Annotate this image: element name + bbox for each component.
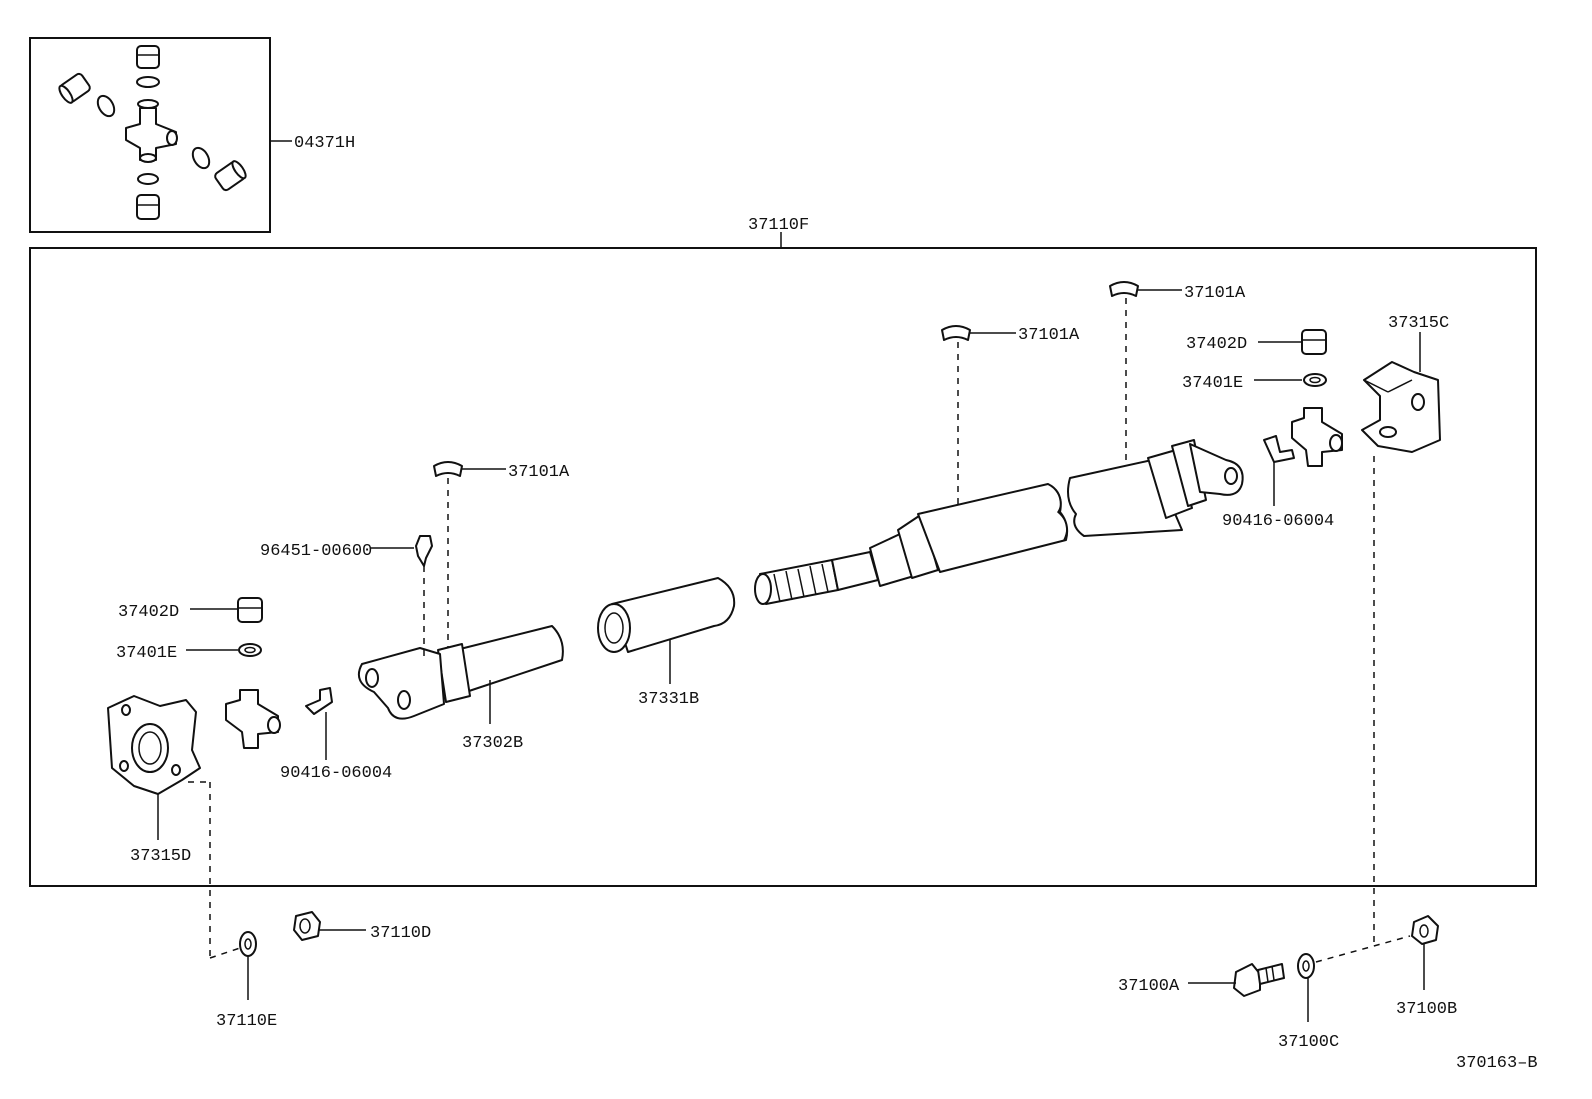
grease-fitting-center bbox=[415, 535, 433, 567]
dust-boot-label: 37331B bbox=[638, 690, 699, 709]
spider-bearing-left bbox=[237, 597, 263, 623]
washer-left bbox=[239, 931, 257, 957]
bolt-right bbox=[1233, 963, 1285, 997]
spider-bearing-left-label: 37402D bbox=[118, 603, 179, 622]
grease-fitting-left bbox=[305, 687, 333, 715]
nut-right bbox=[1411, 915, 1439, 945]
washer-left-label: 37110E bbox=[216, 1012, 277, 1031]
spider-left bbox=[225, 689, 281, 749]
center-bearing-front-label: 37101A bbox=[508, 463, 570, 482]
diagram-code: 370163–B bbox=[1456, 1054, 1538, 1073]
spider-bearing-right bbox=[1301, 329, 1327, 355]
bolt-right-label: 37100A bbox=[1118, 977, 1180, 996]
flange-yoke-left-label: 37315D bbox=[130, 847, 191, 866]
universal-joint-kit-illustration bbox=[58, 45, 247, 220]
washer-right-label: 37100C bbox=[1278, 1033, 1339, 1052]
propeller-shaft-assy-frame bbox=[29, 247, 1537, 887]
spider-right bbox=[1291, 407, 1343, 467]
center-bearing-rear-2-label: 37101A bbox=[1018, 326, 1080, 345]
snap-ring-left bbox=[238, 643, 262, 657]
flange-yoke-right bbox=[1361, 361, 1441, 453]
snap-ring-right bbox=[1303, 373, 1327, 387]
washer-right bbox=[1297, 953, 1315, 979]
sleeve-yoke-label: 37302B bbox=[462, 734, 523, 753]
flange-yoke-left bbox=[107, 695, 201, 795]
grease-fitting-left-label: 90416-06004 bbox=[280, 764, 392, 783]
dust-boot bbox=[597, 577, 736, 653]
grease-fitting-center-label: 96451-00600 bbox=[260, 542, 372, 561]
universal-joint-kit-frame bbox=[29, 37, 271, 233]
flange-yoke-right-label: 37315C bbox=[1388, 314, 1449, 333]
grease-fitting-right bbox=[1263, 435, 1295, 463]
spider-bearing-right-label: 37402D bbox=[1186, 335, 1247, 354]
center-bearing-rear-1-label: 37101A bbox=[1184, 284, 1246, 303]
propeller-shaft-assy-label: 37110F bbox=[748, 216, 809, 235]
center-bearing-front bbox=[433, 461, 463, 477]
center-bearing-rear-1 bbox=[1109, 281, 1139, 297]
snap-ring-right-label: 37401E bbox=[1182, 374, 1243, 393]
center-bearing-rear-2 bbox=[941, 325, 971, 341]
nut-left-label: 37110D bbox=[370, 924, 431, 943]
sleeve-yoke bbox=[358, 625, 564, 720]
snap-ring-left-label: 37401E bbox=[116, 644, 177, 663]
universal-joint-kit-label: 04371H bbox=[294, 134, 355, 153]
nut-right-label: 37100B bbox=[1396, 1000, 1457, 1019]
grease-fitting-right-label: 90416-06004 bbox=[1222, 512, 1334, 531]
nut-left bbox=[293, 911, 321, 941]
propeller-shaft-tube bbox=[754, 439, 1244, 605]
